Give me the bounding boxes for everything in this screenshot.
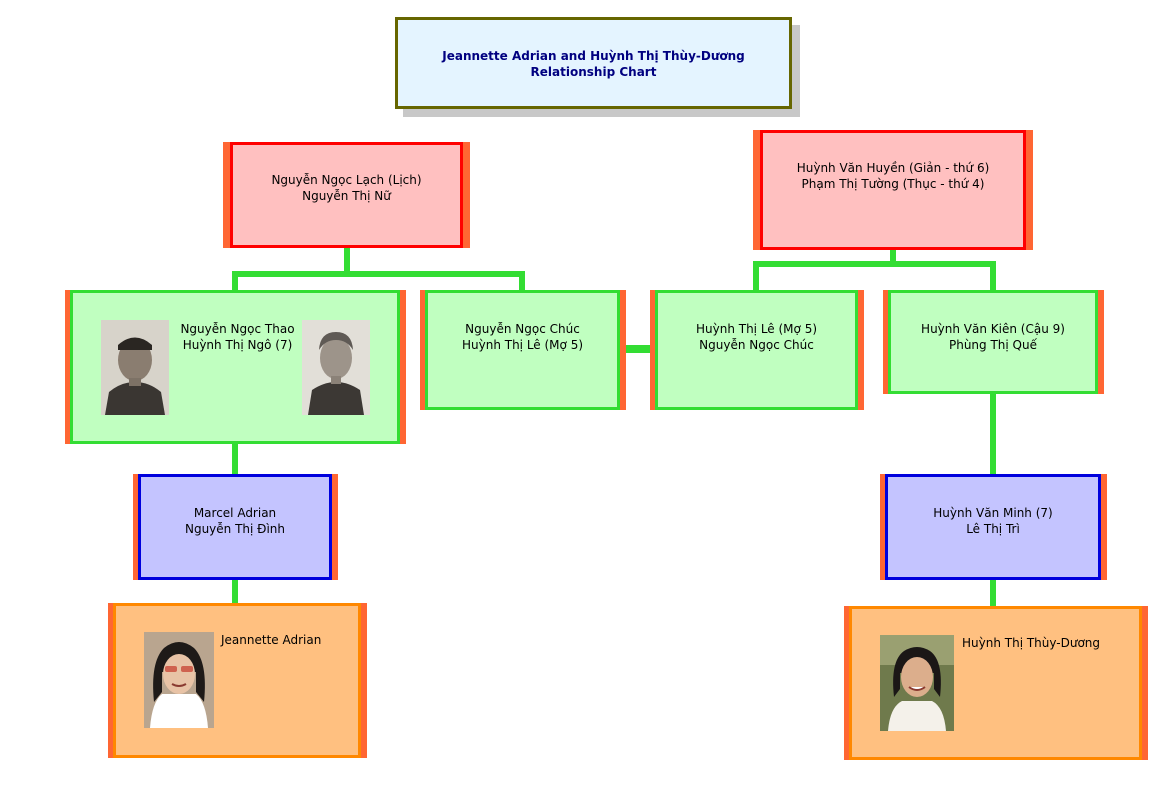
connector-line [990,261,996,291]
connector-line [344,248,350,274]
person-box-lach[interactable]: Nguyễn Ngọc Lạch (Lịch) Nguyễn Thị Nữ [230,142,463,248]
spouse-name: Phạm Thị Tường (Thục - thứ 4) [801,177,985,191]
spouse-name: Nguyễn Thị Nữ [302,189,391,203]
person-name: Jeannette Adrian [221,633,322,647]
connector-line [232,443,238,474]
person-box-minh[interactable]: Huỳnh Văn Minh (7) Lê Thị Trì [885,474,1101,580]
spouse-name: Huỳnh Thị Ngô (7) [182,338,293,352]
person-box-huyen[interactable]: Huỳnh Văn Huyền (Giản - thứ 6) Phạm Thị … [760,130,1026,250]
person-name: Huỳnh Văn Kiên (Cậu 9) [921,322,1065,336]
connector-line [890,250,896,264]
person-name: Huỳnh Văn Huyền (Giản - thứ 6) [796,161,990,175]
person-name: Nguyễn Ngọc Chúc [465,322,580,336]
person-name: Huỳnh Văn Minh (7) [933,506,1053,520]
connector-line [753,261,996,267]
connector-line [753,261,759,291]
chart-title-box: Jeannette Adrian and Huỳnh Thị Thùy-Dươn… [395,17,792,109]
person-box-thao[interactable]: Nguyễn Ngọc Thao Huỳnh Thị Ngô (7) [70,290,400,444]
connector-line [990,393,996,475]
person-name: Huỳnh Thị Lê (Mợ 5) [695,322,818,336]
person-box-chuc[interactable]: Nguyễn Ngọc Chúc Huỳnh Thị Lê (Mợ 5) [425,290,620,410]
connector-line [232,271,238,291]
spouse-name: Phùng Thị Quế [948,338,1037,352]
portrait-photo-thuyduong [880,635,954,731]
connector-line [232,579,238,604]
person-name: Nguyễn Ngọc Lạch (Lịch) [271,173,422,187]
portrait-photo-jeannette [144,632,214,728]
spouse-name: Nguyễn Thị Đình [184,522,286,536]
connector-line [519,271,525,291]
person-box-kien[interactable]: Huỳnh Văn Kiên (Cậu 9) Phùng Thị Quế [888,290,1098,394]
person-box-le[interactable]: Huỳnh Thị Lê (Mợ 5) Nguyễn Ngọc Chúc [655,290,858,410]
person-box-thuyduong[interactable]: Huỳnh Thị Thùy-Dương [849,606,1142,760]
chart-title: Jeannette Adrian and Huỳnh Thị Thùy-Dươn… [442,49,745,63]
spouse-name: Lê Thị Trì [966,522,1020,536]
spouse-name: Huỳnh Thị Lê (Mợ 5) [461,338,584,352]
person-name: Huỳnh Thị Thùy-Dương [962,636,1101,650]
marriage-line [618,345,658,353]
person-name: Marcel Adrian [193,506,277,520]
chart-subtitle: Relationship Chart [530,65,657,79]
person-box-marcel[interactable]: Marcel Adrian Nguyễn Thị Đình [138,474,332,580]
person-name: Nguyễn Ngọc Thao [180,322,295,336]
person-box-jeannette[interactable]: Jeannette Adrian [113,603,361,758]
spouse-name: Nguyễn Ngọc Chúc [699,338,814,352]
connector-line [990,579,996,606]
portrait-photo-ngo [302,320,370,415]
connector-line [232,271,525,277]
portrait-photo-thao [101,320,169,415]
